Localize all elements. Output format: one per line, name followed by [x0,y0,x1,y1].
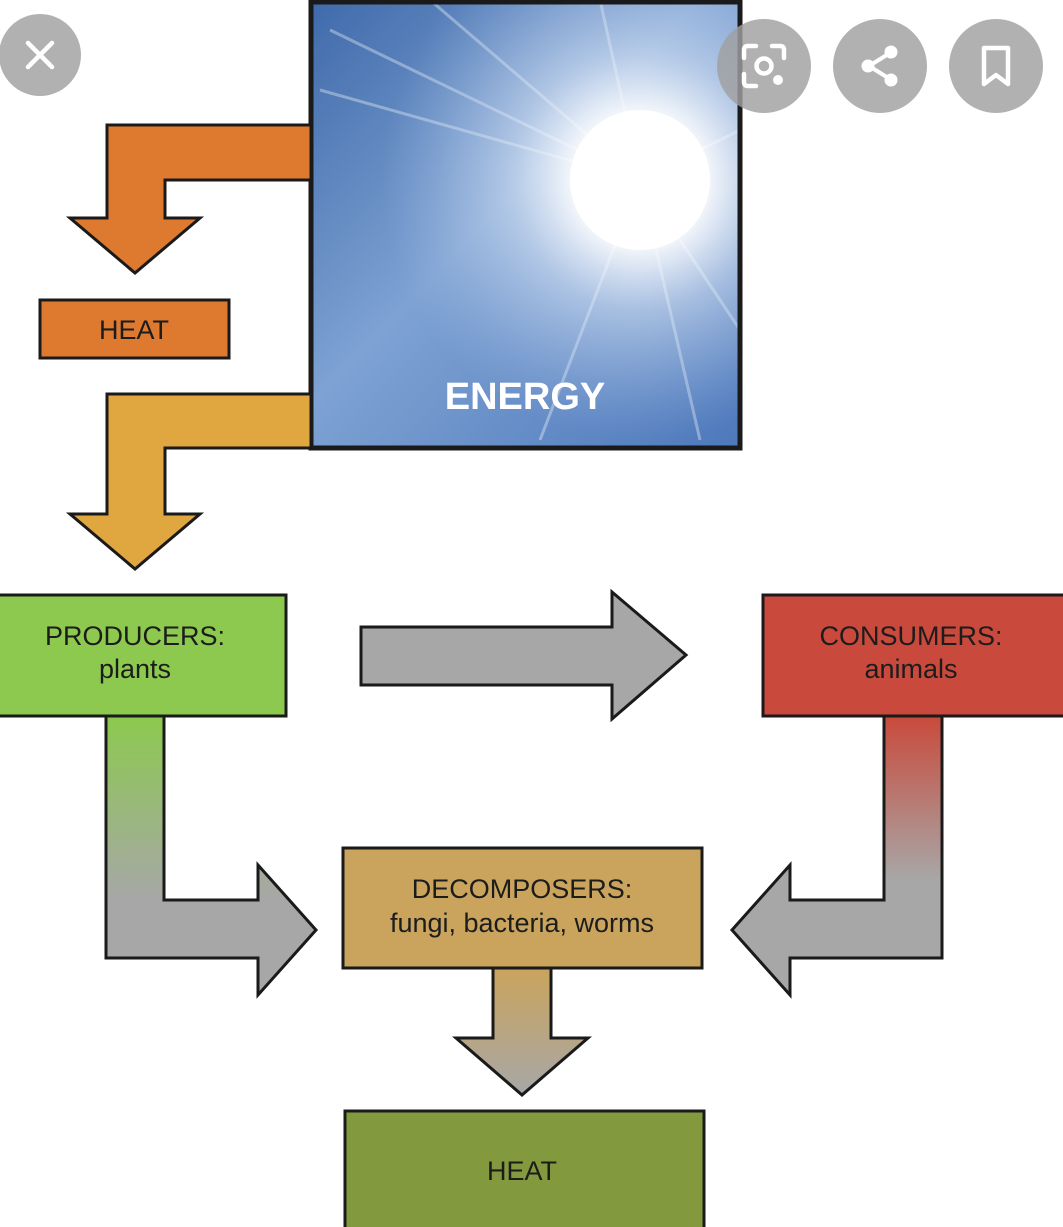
energy-box: ENERGY [308,0,743,451]
decomposers-box: DECOMPOSERS: fungi, bacteria, worms [341,846,704,970]
heat-bottom-label: HEAT [487,1156,557,1186]
arrow-energy-to-producers [65,392,313,571]
arrow-producers-to-consumers [359,588,689,723]
energy-label: ENERGY [445,376,605,418]
arrow-decomposers-to-heat [451,966,593,1097]
consumers-subtitle: animals [864,654,957,684]
arrow-energy-to-heat [65,123,313,275]
heat-top-box: HEAT [38,298,231,360]
share-icon [861,45,898,87]
heat-bottom-box: HEAT [343,1109,706,1227]
lens-button[interactable] [717,19,811,113]
consumers-title: CONSUMERS: [819,621,1002,651]
bookmark-button[interactable] [949,19,1043,113]
producers-title: PRODUCERS: [45,621,225,651]
consumers-box: CONSUMERS: animals [761,593,1063,718]
share-button[interactable] [833,19,927,113]
decomposers-title: DECOMPOSERS: [412,874,633,904]
decomposers-subtitle: fungi, bacteria, worms [390,908,654,938]
heat-top-label: HEAT [99,315,169,345]
bookmark-icon [981,45,1011,87]
arrow-consumers-to-decomposers [729,714,944,999]
producers-box: PRODUCERS: plants [0,593,288,718]
arrow-producers-to-decomposers [104,714,319,999]
close-button[interactable] [0,14,81,96]
lens-icon [741,43,787,89]
close-icon [25,40,55,70]
producers-subtitle: plants [99,654,171,684]
